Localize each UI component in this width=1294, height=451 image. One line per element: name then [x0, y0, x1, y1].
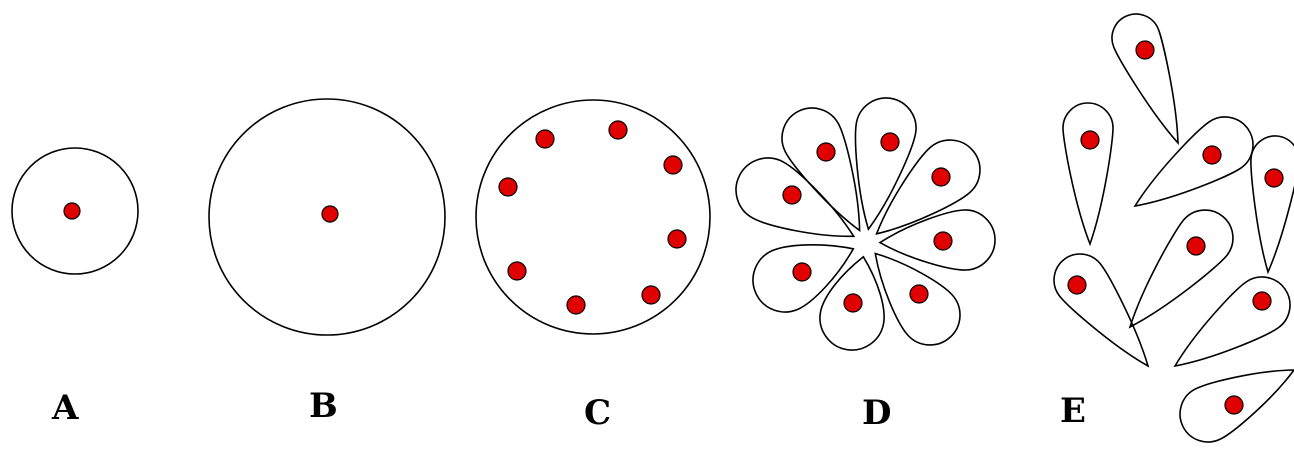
panel-e-dot	[1265, 169, 1283, 187]
panel-e-petal-outline	[1054, 254, 1148, 366]
panel-e-dot	[1068, 276, 1086, 294]
panel-d-dot	[844, 294, 862, 312]
panel-e-petal-outline	[1063, 103, 1113, 244]
panel-e-petal-outline	[1251, 136, 1294, 272]
panel-e-dot	[1187, 237, 1205, 255]
panel-c-label: C	[584, 393, 611, 433]
panel-d-petal-outline	[856, 98, 916, 229]
panel-d: D	[736, 98, 995, 433]
panel-d-dot	[910, 285, 928, 303]
panel-e-petal-outline	[1112, 14, 1178, 143]
panel-c-dot	[668, 230, 686, 248]
panel-c-dot	[567, 296, 585, 314]
panel-e-label: E	[1060, 391, 1086, 431]
panel-e-dot	[1081, 131, 1099, 149]
panel-c-dot	[664, 156, 682, 174]
panel-e-dot	[1253, 292, 1271, 310]
panel-e-dot	[1225, 396, 1243, 414]
panel-c-dot	[508, 262, 526, 280]
panel-c-dot	[536, 130, 554, 148]
panel-a-label: A	[51, 388, 79, 428]
panel-a-dot	[64, 203, 80, 219]
panel-d-label: D	[862, 393, 891, 433]
panel-e-dot	[1203, 146, 1221, 164]
panel-c-dot	[609, 121, 627, 139]
panel-c-cell-outline	[476, 100, 710, 334]
panel-c-dot	[499, 178, 517, 196]
panel-d-dot	[783, 186, 801, 204]
panel-d-dot	[793, 263, 811, 281]
panel-d-dot	[934, 232, 952, 250]
panel-b-dot	[322, 206, 338, 222]
panel-b-label: B	[309, 386, 338, 426]
panel-e-petal-outline	[1175, 277, 1290, 366]
panel-a: A	[12, 148, 138, 428]
panel-d-dot	[817, 143, 835, 161]
panel-c-dot	[642, 286, 660, 304]
panel-e: E	[1054, 14, 1294, 442]
panel-e-petal-outline	[1135, 117, 1253, 206]
panel-d-dot	[932, 168, 950, 186]
panel-e-dot	[1136, 41, 1154, 59]
panel-c: C	[476, 100, 710, 433]
panel-d-dot	[881, 133, 899, 151]
panel-b: B	[209, 99, 445, 426]
